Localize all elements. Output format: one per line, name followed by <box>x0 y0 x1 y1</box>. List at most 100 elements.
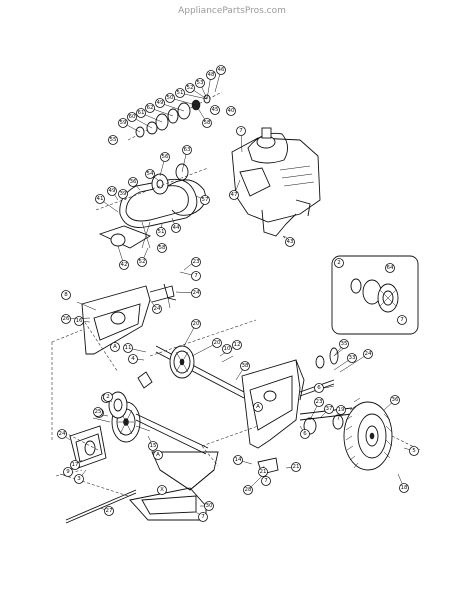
callout-number: 53 <box>197 80 204 86</box>
callout-3: 3 <box>74 474 84 484</box>
callout-19: 19 <box>336 405 346 415</box>
letter-x: X <box>157 485 167 495</box>
callout-number: 4 <box>131 356 135 362</box>
callout-38: 38 <box>240 361 250 371</box>
callout-7: 7 <box>236 126 246 136</box>
callout-number: 33 <box>349 355 356 361</box>
callout-57: 57 <box>200 195 210 205</box>
callout-50: 50 <box>165 93 175 103</box>
callout-number: 23 <box>316 399 323 405</box>
callout-number: 51 <box>158 229 165 235</box>
callout-24: 24 <box>57 429 67 439</box>
callout-number: 58 <box>159 245 166 251</box>
callout-number: 24 <box>154 306 161 312</box>
callout-58: 58 <box>202 118 212 128</box>
callout-number: 49 <box>109 188 116 194</box>
callout-number: 26 <box>63 316 70 322</box>
callout-7: 7 <box>261 476 271 486</box>
callout-15: 15 <box>148 441 158 451</box>
callout-52: 52 <box>185 83 195 93</box>
callout-46: 46 <box>216 65 226 75</box>
callout-6: 6 <box>300 429 310 439</box>
callout-54: 54 <box>145 169 155 179</box>
callout-26: 26 <box>61 314 71 324</box>
callout-24: 24 <box>363 349 373 359</box>
callout-27: 27 <box>104 506 114 516</box>
callout-number: 18 <box>401 485 408 491</box>
callout-41: 41 <box>95 194 105 204</box>
callout-14: 14 <box>233 455 243 465</box>
letter-a-1: A <box>110 342 120 352</box>
callout-17: 17 <box>70 460 80 470</box>
callout-2: 2 <box>103 392 113 402</box>
callout-45: 45 <box>210 105 220 115</box>
callout-30: 30 <box>204 501 214 511</box>
callout-number: 36 <box>130 179 137 185</box>
callout-28: 28 <box>243 485 253 495</box>
callout-number: 52 <box>187 85 194 91</box>
callout-number: 35 <box>341 341 348 347</box>
belt-drive-assembly <box>95 163 209 249</box>
callout-7: 7 <box>397 315 407 325</box>
callout-number: 11 <box>125 345 132 351</box>
callout-number: 39 <box>120 191 127 197</box>
callout-number: 41 <box>97 196 104 202</box>
callout-number: 10 <box>224 346 231 352</box>
callout-60: 60 <box>127 112 137 122</box>
callout-55: 55 <box>108 135 118 145</box>
callout-number: 58 <box>204 120 211 126</box>
inset-label-2: 2 <box>334 258 344 268</box>
callout-number: 24 <box>59 431 66 437</box>
callout-51: 51 <box>175 88 185 98</box>
callout-number: 12 <box>234 342 241 348</box>
callout-4: 4 <box>128 354 138 364</box>
callout-number: 7 <box>239 128 243 134</box>
callout-24: 24 <box>191 288 201 298</box>
callout-20: 20 <box>191 319 201 329</box>
callout-53: 53 <box>195 78 205 88</box>
callout-number: 21 <box>260 469 267 475</box>
callout-37: 37 <box>324 404 334 414</box>
bottom-scraper-plate <box>59 451 219 524</box>
callout-number: 48 <box>208 72 215 78</box>
callout-number: 20 <box>193 321 200 327</box>
callout-11: 11 <box>123 343 133 353</box>
callout-42: 42 <box>119 260 129 270</box>
callout-number: 28 <box>245 487 252 493</box>
callout-number: 19 <box>338 407 345 413</box>
callout-number: 20 <box>214 340 221 346</box>
callout-number: 56 <box>162 154 169 160</box>
callout-16: 16 <box>74 316 84 326</box>
svg-text:A: A <box>156 452 160 458</box>
callout-number: 25 <box>95 409 102 415</box>
callout-21: 21 <box>291 462 301 472</box>
callout-21: 21 <box>258 467 268 477</box>
callout-36: 36 <box>390 395 400 405</box>
center-shaft-assembly <box>137 319 257 399</box>
callout-52: 52 <box>137 257 147 267</box>
callout-number: 57 <box>202 197 209 203</box>
callout-letters: A A A X 2 <box>110 258 344 495</box>
callout-number: 27 <box>106 508 113 514</box>
callout-number: 61 <box>138 110 145 116</box>
callout-number: 36 <box>392 397 399 403</box>
callout-number: 40 <box>228 108 235 114</box>
callout-12: 12 <box>232 340 242 350</box>
callout-6: 6 <box>314 383 324 393</box>
callout-number: 17 <box>72 462 79 468</box>
callout-number: 7 <box>400 317 404 323</box>
callout-number: 21 <box>293 464 300 470</box>
callout-35: 35 <box>339 339 349 349</box>
callout-number: 7 <box>264 478 268 484</box>
callout-23: 23 <box>191 257 201 267</box>
callout-number: 51 <box>177 90 184 96</box>
letter-a-3: A <box>253 402 263 412</box>
callout-61: 61 <box>136 108 146 118</box>
callout-62: 62 <box>145 103 155 113</box>
callout-number: 63 <box>184 147 191 153</box>
callout-36: 36 <box>128 177 138 187</box>
callout-number: 44 <box>173 225 180 231</box>
callout-number: 14 <box>235 457 242 463</box>
